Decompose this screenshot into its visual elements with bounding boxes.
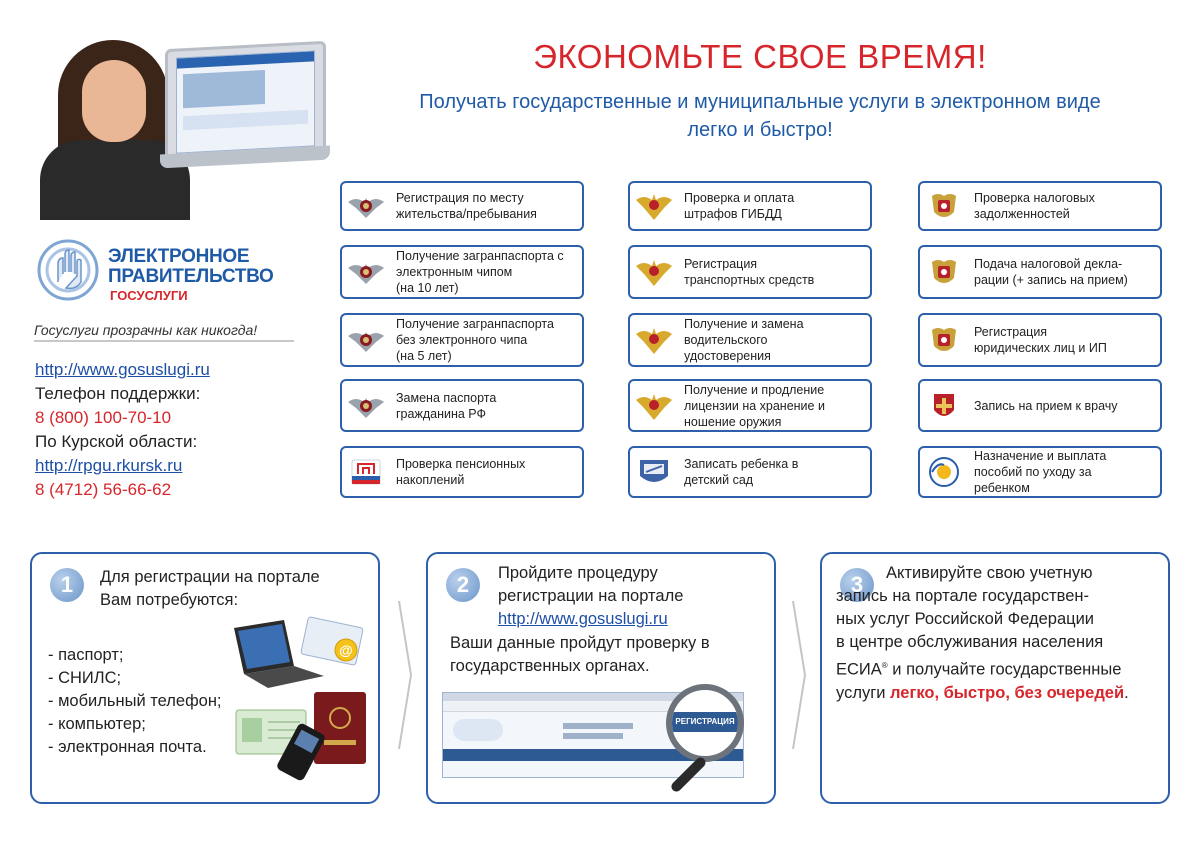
region-label: По Курской области: bbox=[35, 432, 198, 451]
slogan: Госуслуги прозрачны как никогда! bbox=[34, 322, 258, 338]
service-card[interactable]: Проверка и оплата штрафов ГИБДД bbox=[628, 181, 872, 231]
pension-fund-icon bbox=[342, 452, 390, 492]
service-card-label: Проверка налоговых задолженностей bbox=[974, 191, 1095, 221]
gosuslugi-logo-icon bbox=[37, 239, 99, 301]
snils-card-icon bbox=[235, 709, 307, 755]
step-2-link[interactable]: http://www.gosuslugi.ru bbox=[498, 610, 668, 628]
service-card[interactable]: Регистрация юридических лиц и ИП bbox=[918, 313, 1162, 367]
tax-emblem-icon bbox=[920, 320, 968, 360]
gosuslugi-link[interactable]: http://www.gosuslugi.ru bbox=[35, 360, 210, 379]
envelope-icon: @ bbox=[300, 616, 364, 666]
page-subtitle: Получать государственные и муниципальные… bbox=[419, 91, 1101, 141]
logo-title-line2: ПРАВИТЕЛЬСТВО bbox=[108, 266, 274, 287]
list-item: - электронная почта. bbox=[48, 738, 207, 756]
service-card[interactable]: Проверка налоговых задолженностей bbox=[918, 181, 1162, 231]
svg-text:@: @ bbox=[339, 642, 353, 658]
slogan-divider bbox=[34, 340, 294, 342]
page-title: ЭКОНОМЬТЕ СВОЕ ВРЕМЯ! bbox=[533, 38, 987, 75]
step-3-highlight: легко, быстро, без очередей bbox=[890, 683, 1125, 702]
woman-face bbox=[82, 60, 146, 142]
passport-icon bbox=[314, 692, 366, 764]
step-3-number: 3 bbox=[840, 568, 874, 602]
requirements-list: - паспорт; - СНИЛС; - мобильный телефон;… bbox=[48, 644, 222, 759]
service-card-label: Назначение и выплата пособий по уходу за… bbox=[974, 449, 1107, 495]
mvd-emblem-icon bbox=[630, 252, 678, 292]
service-card-label: Проверка и оплата штрафов ГИБДД bbox=[684, 191, 795, 221]
mobile-phone-icon bbox=[277, 723, 325, 781]
step-2-panel: 2 Пройдите процедуру регистрации на порт… bbox=[426, 552, 776, 804]
service-card-label: Подача налоговой декла- рации (+ запись … bbox=[974, 257, 1128, 287]
documents-illustration: @ bbox=[234, 616, 366, 781]
list-item: - паспорт; bbox=[48, 646, 124, 664]
step-3-panel: 3 Активируйте свою учетную запись на пор… bbox=[820, 552, 1170, 804]
mvd-emblem-icon bbox=[630, 320, 678, 360]
region-phone: 8 (4712) 56-66-62 bbox=[35, 480, 172, 499]
fms-emblem-icon bbox=[342, 252, 390, 292]
step-2-line2: Ваши данные пройдут проверку в государст… bbox=[450, 634, 710, 675]
tax-emblem-icon bbox=[920, 252, 968, 292]
chevron-right-icon bbox=[398, 600, 412, 750]
tax-emblem-icon bbox=[920, 186, 968, 226]
fms-emblem-icon bbox=[342, 186, 390, 226]
service-card-label: Замена паспорта гражданина РФ bbox=[396, 390, 497, 421]
kursk-coat-icon bbox=[630, 452, 678, 492]
service-card[interactable]: Запись на прием к врачу bbox=[918, 379, 1162, 432]
service-card-label: Запись на прием к врачу bbox=[974, 398, 1118, 413]
list-item: - компьютер; bbox=[48, 715, 146, 733]
logo-title-line1: ЭЛЕКТРОННОЕ bbox=[108, 246, 250, 267]
service-card[interactable]: Назначение и выплата пособий по уходу за… bbox=[918, 446, 1162, 498]
service-card-label: Регистрация по месту жительства/пребыван… bbox=[396, 191, 537, 221]
step-1-panel: 1 Для регистрации на портале Вам потребу… bbox=[30, 552, 380, 804]
list-item: - мобильный телефон; bbox=[48, 692, 222, 710]
health-emblem-icon bbox=[920, 386, 968, 426]
service-card[interactable]: Получение загранпаспорта без электронног… bbox=[340, 313, 584, 367]
service-card-label: Регистрация транспортных средств bbox=[684, 257, 815, 287]
service-card[interactable]: Регистрация по месту жительства/пребыван… bbox=[340, 181, 584, 231]
laptop-screen bbox=[176, 50, 315, 154]
step-1-number: 1 bbox=[50, 568, 84, 602]
support-phone: 8 (800) 100-70-10 bbox=[35, 408, 172, 427]
step-3-text: Активируйте свою учетную запись на порта… bbox=[836, 564, 1129, 702]
registration-button-preview: РЕГИСТРАЦИЯ bbox=[672, 712, 738, 732]
support-label: Телефон поддержки: bbox=[35, 384, 201, 403]
logo-title-line3: ГОСУСЛУГИ bbox=[110, 288, 188, 303]
mini-laptop-icon bbox=[234, 620, 324, 688]
service-card-label: Получение и продление лицензии на хранен… bbox=[684, 382, 825, 429]
magnifier-icon: РЕГИСТРАЦИЯ bbox=[666, 684, 744, 762]
step-2-line1: Пройдите процедуру регистрации на портал… bbox=[498, 564, 684, 605]
mvd-emblem-icon bbox=[630, 186, 678, 226]
step-1-intro: Для регистрации на портале Вам потребуют… bbox=[100, 568, 320, 609]
fms-emblem-icon bbox=[342, 386, 390, 426]
service-card[interactable]: Подача налоговой декла- рации (+ запись … bbox=[918, 245, 1162, 299]
service-card[interactable]: Получение загранпаспорта с электронным ч… bbox=[340, 245, 584, 299]
service-card-label: Проверка пенсионных накоплений bbox=[396, 457, 526, 487]
chevron-right-icon bbox=[792, 600, 806, 750]
service-card-label: Получение загранпаспорта с электронным ч… bbox=[396, 249, 564, 295]
service-card-label: Получение и замена водительского удостов… bbox=[684, 317, 804, 363]
service-card[interactable]: Регистрация транспортных средств bbox=[628, 245, 872, 299]
service-card-label: Записать ребенка в детский сад bbox=[684, 457, 799, 487]
service-card[interactable]: Получение и замена водительского удостов… bbox=[628, 313, 872, 367]
step-2-number: 2 bbox=[446, 568, 480, 602]
service-card-label: Регистрация юридических лиц и ИП bbox=[974, 325, 1107, 355]
service-card[interactable]: Проверка пенсионных накоплений bbox=[340, 446, 584, 498]
service-card[interactable]: Записать ребенка в детский сад bbox=[628, 446, 872, 498]
hero-illustration bbox=[0, 0, 340, 230]
contacts-block: http://www.gosuslugi.ru Телефон поддержк… bbox=[35, 358, 210, 502]
service-card[interactable]: Получение и продление лицензии на хранен… bbox=[628, 379, 872, 432]
mvd-emblem-icon bbox=[630, 386, 678, 426]
list-item: - СНИЛС; bbox=[48, 669, 122, 687]
service-card[interactable]: Замена паспорта гражданина РФ bbox=[340, 379, 584, 432]
region-link[interactable]: http://rpgu.rkursk.ru bbox=[35, 456, 183, 475]
social-fund-icon bbox=[920, 452, 968, 492]
fms-emblem-icon bbox=[342, 320, 390, 360]
service-card-label: Получение загранпаспорта без электронног… bbox=[396, 317, 554, 363]
